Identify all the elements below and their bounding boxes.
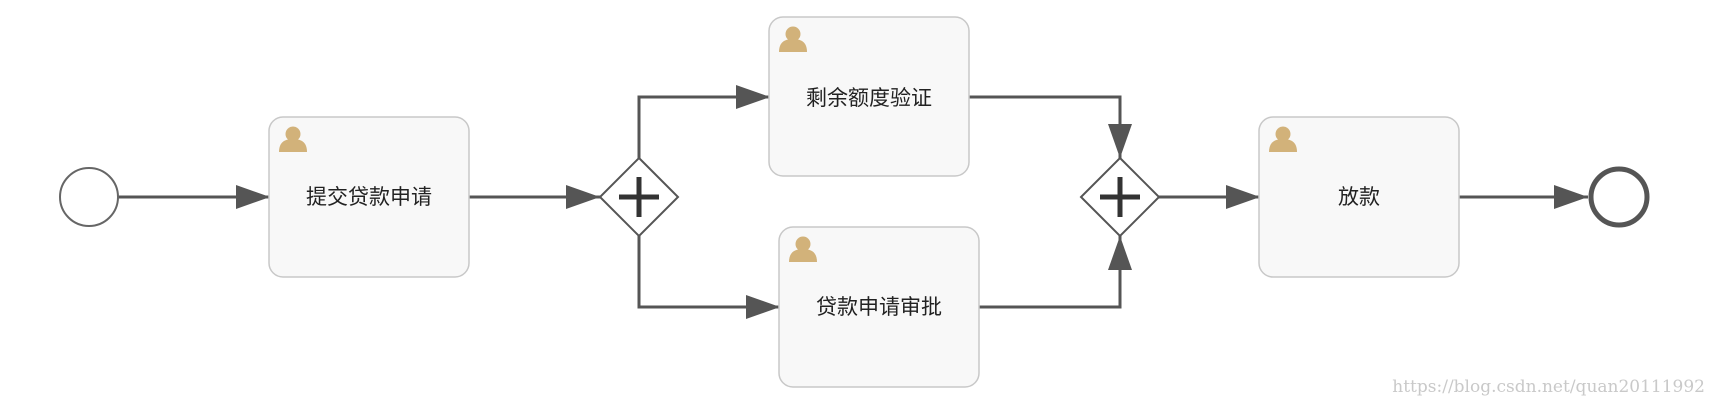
watermark: https://blog.csdn.net/quan20111992: [1392, 377, 1705, 397]
task-label-disburse: 放款: [1338, 185, 1380, 209]
flow-quota-to-join: [969, 95, 1132, 158]
task-disburse-loan[interactable]: 放款: [1258, 116, 1460, 278]
sequence-flows: [118, 85, 1588, 319]
parallel-gateway-join[interactable]: [1079, 156, 1161, 238]
flow-split-to-approval: [637, 236, 780, 319]
task-loan-application-approval[interactable]: 贷款申请审批: [778, 226, 980, 388]
flow-approval-to-join: [979, 236, 1132, 309]
task-label-submit: 提交贷款申请: [306, 185, 432, 209]
end-event[interactable]: [1588, 166, 1650, 228]
flow-split-to-quota: [637, 85, 770, 158]
task-label-quota-check: 剩余额度验证: [806, 86, 932, 110]
task-label-approval: 贷款申请审批: [816, 295, 942, 319]
task-submit-loan-application[interactable]: 提交贷款申请: [268, 116, 470, 278]
parallel-gateway-split[interactable]: [598, 156, 680, 238]
parallel-gateway-plus-icon: [1100, 177, 1140, 217]
task-remaining-quota-check[interactable]: 剩余额度验证: [768, 16, 970, 177]
start-event[interactable]: [59, 167, 119, 227]
parallel-gateway-plus-icon: [619, 177, 659, 217]
